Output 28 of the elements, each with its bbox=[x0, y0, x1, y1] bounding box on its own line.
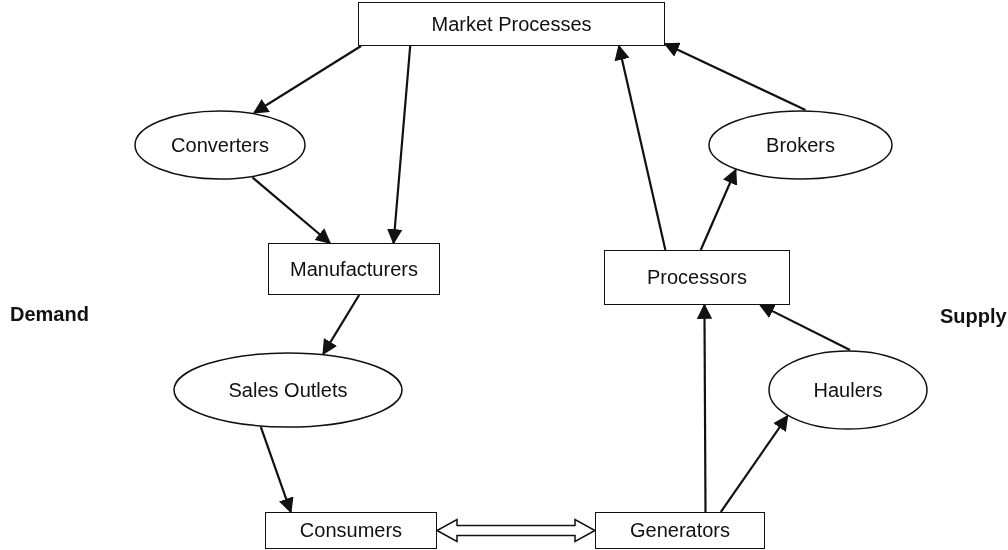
node-label: Manufacturers bbox=[290, 257, 418, 281]
arrow bbox=[758, 304, 851, 351]
side-label: Demand bbox=[10, 303, 89, 326]
process-box bbox=[268, 243, 440, 295]
node-label: Generators bbox=[629, 519, 731, 542]
node-label: Processors bbox=[647, 266, 747, 289]
arrow bbox=[719, 414, 789, 513]
side-label: Supply bbox=[940, 305, 1007, 328]
node-label: Converters bbox=[171, 133, 269, 157]
process-box bbox=[358, 2, 665, 46]
arrow bbox=[252, 45, 362, 114]
arrow bbox=[259, 426, 294, 514]
arrow bbox=[696, 303, 713, 512]
process-box bbox=[604, 250, 790, 305]
node-label: Sales Outlets bbox=[228, 378, 348, 402]
arrow bbox=[614, 44, 667, 251]
node-label: Brokers bbox=[766, 133, 835, 157]
node-label: Consumers bbox=[299, 519, 403, 542]
process-box bbox=[265, 512, 437, 549]
double-arrow bbox=[435, 518, 597, 543]
node-label: Haulers bbox=[813, 378, 883, 402]
node-label: Market Processes bbox=[431, 12, 592, 36]
arrow bbox=[699, 168, 738, 251]
arrow bbox=[387, 45, 412, 245]
arrow bbox=[663, 42, 806, 112]
process-box bbox=[595, 512, 765, 549]
arrow bbox=[322, 294, 361, 356]
arrow bbox=[251, 176, 332, 244]
